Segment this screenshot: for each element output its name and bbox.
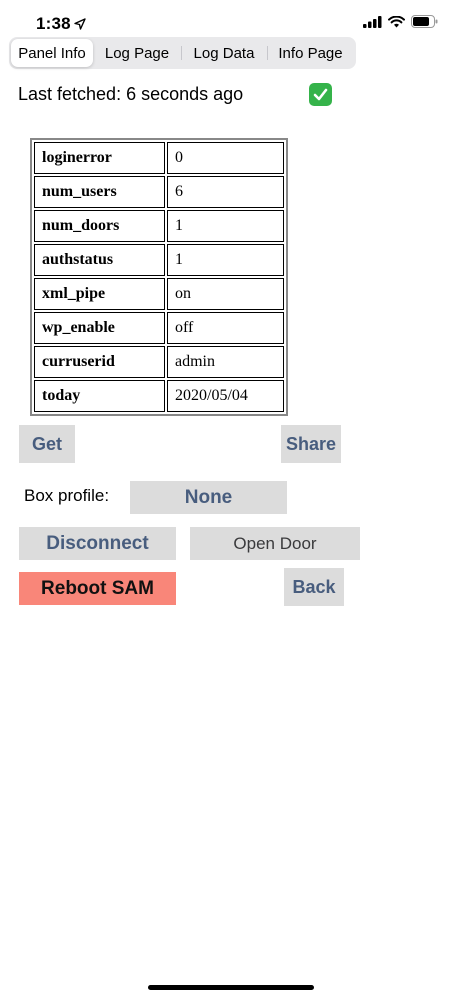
table-row: num_users 6 xyxy=(34,176,284,208)
table-row: authstatus 1 xyxy=(34,244,284,276)
table-row: curruserid admin xyxy=(34,346,284,378)
table-value: 1 xyxy=(167,210,284,242)
table-key: num_users xyxy=(34,176,165,208)
tab-label: Log Page xyxy=(104,44,170,62)
open-door-button[interactable]: Open Door xyxy=(190,527,360,560)
tab-log-page[interactable]: Log Page xyxy=(93,39,181,67)
status-time: 1:38 xyxy=(36,14,86,34)
table-row: loginerror 0 xyxy=(34,142,284,174)
tab-info-page[interactable]: Info Page xyxy=(267,39,354,67)
home-indicator[interactable] xyxy=(148,985,314,990)
tab-label: Info Page xyxy=(278,44,343,62)
table-value: admin xyxy=(167,346,284,378)
table-value: off xyxy=(167,312,284,344)
check-mark-icon xyxy=(309,83,332,106)
table-key: num_doors xyxy=(34,210,165,242)
location-arrow-icon xyxy=(74,18,86,30)
panel-info-webview[interactable]: loginerror 0 num_users 6 num_doors 1 aut… xyxy=(30,138,288,420)
table-value: 6 xyxy=(167,176,284,208)
box-profile-label: Box profile: xyxy=(24,486,110,505)
wifi-icon xyxy=(388,15,405,27)
table-key: loginerror xyxy=(34,142,165,174)
table-value: on xyxy=(167,278,284,310)
disconnect-button[interactable]: Disconnect xyxy=(19,527,176,560)
get-button[interactable]: Get xyxy=(19,425,75,463)
panel-info-table: loginerror 0 num_users 6 num_doors 1 aut… xyxy=(30,138,288,416)
table-key: xml_pipe xyxy=(34,278,165,310)
status-icons xyxy=(363,15,438,28)
table-value: 2020/05/04 xyxy=(167,380,284,412)
table-key: curruserid xyxy=(34,346,165,378)
status-bar: 1:38 xyxy=(0,0,462,40)
back-button[interactable]: Back xyxy=(284,568,344,606)
clock-text: 1:38 xyxy=(36,14,71,33)
table-key: wp_enable xyxy=(34,312,165,344)
table-row: num_doors 1 xyxy=(34,210,284,242)
tab-bar: Panel Info Log Page Log Data Info Page xyxy=(9,37,356,69)
box-profile-picker[interactable]: None xyxy=(130,481,287,514)
reboot-sam-button[interactable]: Reboot SAM xyxy=(19,572,176,605)
tab-panel-info[interactable]: Panel Info xyxy=(11,39,93,67)
last-fetched-text: Last fetched: 6 seconds ago xyxy=(18,84,244,104)
cellular-signal-icon xyxy=(363,15,382,28)
table-value: 0 xyxy=(167,142,284,174)
table-row: today 2020/05/04 xyxy=(34,380,284,412)
table-value: 1 xyxy=(167,244,284,276)
share-button[interactable]: Share xyxy=(281,425,341,463)
tab-log-data[interactable]: Log Data xyxy=(181,39,267,67)
tab-label: Panel Info xyxy=(18,44,86,62)
table-key: authstatus xyxy=(34,244,165,276)
table-row: wp_enable off xyxy=(34,312,284,344)
table-row: xml_pipe on xyxy=(34,278,284,310)
battery-icon xyxy=(411,15,438,28)
tab-label: Log Data xyxy=(193,44,255,62)
table-key: today xyxy=(34,380,165,412)
